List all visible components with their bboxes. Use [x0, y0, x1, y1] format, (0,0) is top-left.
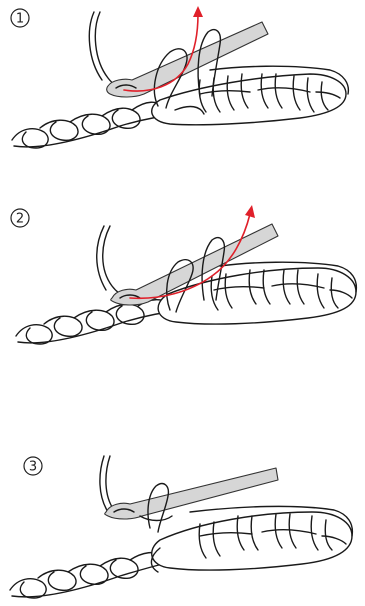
- step-3-panel: 3: [10, 456, 352, 598]
- step-2-marker: 2: [11, 209, 29, 227]
- step-3-working-yarn: [100, 456, 114, 512]
- step-1-number: 1: [16, 12, 24, 27]
- step-1-working-yarn: [89, 12, 130, 90]
- step-3-marker: 3: [24, 457, 42, 475]
- step-2-number: 2: [16, 212, 24, 227]
- step-1-marker: 1: [11, 9, 29, 27]
- step-3-number: 3: [29, 460, 37, 475]
- step-2-working-yarn: [97, 226, 134, 298]
- step-3-stitch-row: [151, 506, 352, 572]
- step-1-panel: 1: [11, 6, 348, 148]
- step-2-panel: 2: [11, 205, 356, 344]
